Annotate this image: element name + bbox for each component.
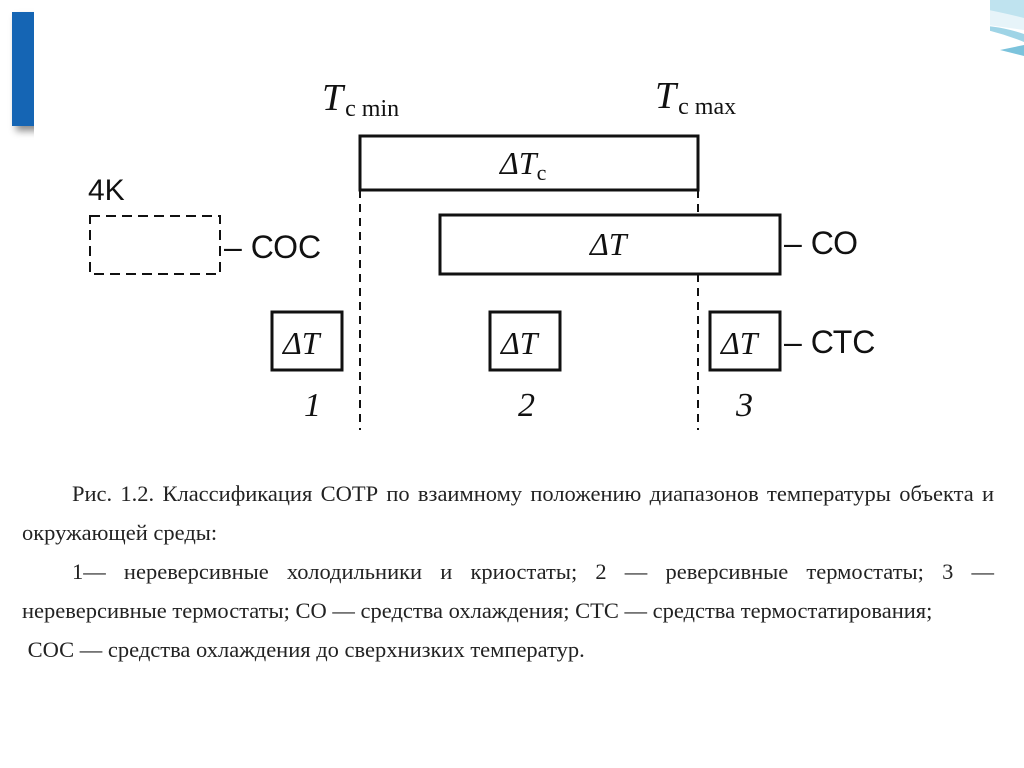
caption-title: Рис. 1.2. Классификация СОТР по взаимном… (22, 481, 994, 545)
coc-dashed-box (89, 215, 221, 275)
tc-max-label: Tc max (655, 75, 736, 120)
co-box (438, 213, 782, 276)
case-2-delta-t-label: ΔT (499, 325, 540, 361)
figure-caption: Рис. 1.2. Классификация СОТР по взаимном… (22, 474, 994, 669)
coc-label: – СОС (224, 229, 321, 265)
four-k-label: 4K (88, 174, 125, 207)
case-1-delta-t-label: ΔT (281, 325, 322, 361)
case-2-box (488, 310, 562, 372)
case-1-box (270, 310, 344, 372)
delta-tc-label: ΔTc (498, 145, 547, 185)
caption-legend-coc: СОС — средства охлаждения до сверхнизких… (27, 637, 585, 662)
tc-min-label: Tc min (322, 77, 399, 122)
case-3-number: 3 (735, 387, 753, 424)
case-3-box (708, 310, 782, 372)
caption-legend: 1— нереверсивные холодильники и криостат… (22, 559, 994, 623)
case-2-number: 2 (518, 387, 535, 424)
delta-tc-box (358, 134, 700, 192)
classification-diagram: Tc min Tc max ΔTc 4K – СОС ΔT – СО ΔT ΔT… (88, 75, 876, 430)
case-3-delta-t-label: ΔT (719, 325, 760, 361)
co-delta-t-label: ΔT (588, 226, 629, 262)
co-label: – СО (784, 225, 858, 261)
ctc-label: – СТС (784, 324, 875, 360)
case-1-number: 1 (304, 387, 321, 424)
